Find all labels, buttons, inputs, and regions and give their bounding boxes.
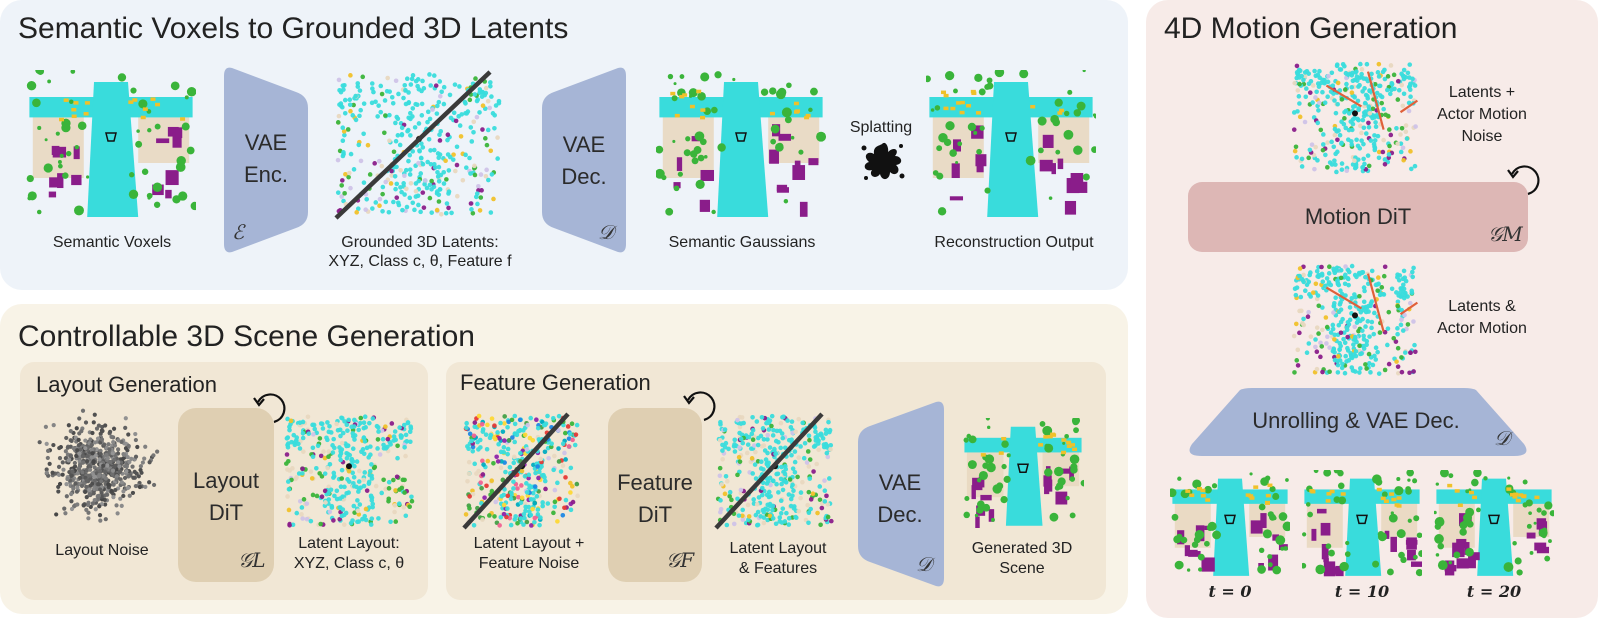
feature-dit-line2: DiT: [637, 502, 673, 527]
timestep-10-label: t = 10: [1334, 582, 1390, 601]
motion-noise-image: [1291, 61, 1419, 175]
motion-top-label-1: Latents +: [1448, 84, 1516, 101]
timestep-20-image: [1434, 470, 1554, 576]
layout-dit-line1: Layout: [192, 468, 260, 493]
feature-generation-title: Feature Generation: [460, 370, 651, 395]
layout-noise-image: [37, 408, 160, 523]
vae-dec-line1: VAE: [562, 132, 606, 157]
motion-mid-label-2: Actor Motion: [1437, 320, 1527, 337]
vae-decoder-block: [542, 67, 626, 253]
motion-latents-image: [1291, 263, 1419, 376]
decoder-symbol: 𝒟: [598, 220, 614, 244]
encoder-symbol: ℰ: [232, 220, 245, 244]
motion-dit-block: [1188, 182, 1528, 252]
unrolling-label: Unrolling & VAE Dec.: [1252, 408, 1460, 433]
latent-layout-label-line2: XYZ, Class c, θ: [293, 555, 405, 572]
loop-arrow-icon: [683, 391, 716, 422]
generated-scene-label-line2: Scene: [999, 560, 1045, 577]
motion-top-label-3: Noise: [1461, 128, 1503, 145]
layout-dit-symbol: 𝒢L: [238, 548, 266, 572]
vae-enc-line2: Enc.: [243, 162, 289, 187]
grounded-latents-image: [334, 70, 502, 220]
vae-dec2-line2: Dec.: [877, 502, 923, 527]
motion-dit-symbol: 𝒢M: [1488, 222, 1523, 246]
layout-dit-line2: DiT: [208, 500, 244, 525]
top-panel-title: Semantic Voxels to Grounded 3D Latents: [18, 12, 569, 45]
feature-input-label-line2: Feature Noise: [478, 555, 580, 572]
feature-input-label-line1: Latent Layout +: [473, 535, 585, 552]
bottom-panel-title: Controllable 3D Scene Generation: [18, 320, 475, 353]
feature-dit-symbol: 𝒢F: [666, 548, 695, 572]
splatting-label: Splatting: [849, 119, 913, 136]
vae-dec2-line1: VAE: [878, 470, 922, 495]
latents-label-line2: XYZ, Class c, θ, Feature f: [328, 253, 512, 270]
semantic-voxels-image: [26, 70, 196, 217]
timestep-0-label: t = 0: [1208, 582, 1252, 601]
timestep-10-image: [1302, 470, 1422, 577]
motion-mid-label-1: Latents &: [1448, 298, 1516, 315]
layout-noise-label: Layout Noise: [55, 542, 149, 559]
reconstruction-image: [926, 70, 1096, 217]
generated-scene-label-line1: Generated 3D: [971, 540, 1073, 557]
generated-scene-image: [963, 418, 1084, 528]
latent-layout-image: [284, 414, 415, 528]
vae-encoder-block: [224, 67, 308, 253]
latent-features-label-line2: & Features: [738, 560, 818, 577]
motion-top-label-2: Actor Motion: [1437, 106, 1527, 123]
semantic-gaussians-label: Semantic Gaussians: [668, 234, 816, 251]
unrolling-symbol: 𝒟: [1494, 426, 1510, 450]
vae-enc-line1: VAE: [244, 130, 288, 155]
timestep-20-label: t = 20: [1466, 582, 1522, 601]
timestep-0-image: [1170, 472, 1290, 576]
layout-dit-block: [178, 408, 274, 582]
decoder-symbol-2: 𝒟: [916, 552, 932, 576]
semantic-voxels-label: Semantic Voxels: [52, 234, 172, 251]
reconstruction-label: Reconstruction Output: [934, 234, 1094, 251]
splat-icon: [861, 142, 905, 180]
latent-features-label-line1: Latent Layout: [729, 540, 827, 557]
feature-dit-block: [608, 408, 702, 582]
semantic-gaussians-image: [656, 71, 826, 217]
latent-layout-label-line1: Latent Layout:: [298, 535, 400, 552]
unrolling-block: [1189, 388, 1527, 456]
latents-label-line1: Grounded 3D Latents:: [341, 234, 499, 251]
loop-arrow-icon: [253, 393, 286, 424]
vae-decoder-block-2: [858, 401, 944, 587]
loop-arrow-icon: [1507, 165, 1540, 196]
feature-dit-line1: Feature: [617, 470, 693, 495]
feature-noise-image: [462, 412, 580, 530]
layout-generation-title: Layout Generation: [36, 372, 218, 397]
motion-dit-label: Motion DiT: [1304, 204, 1412, 229]
right-panel-title: 4D Motion Generation: [1164, 12, 1458, 45]
vae-dec-line2: Dec.: [561, 164, 607, 189]
latent-features-image: [714, 412, 834, 530]
